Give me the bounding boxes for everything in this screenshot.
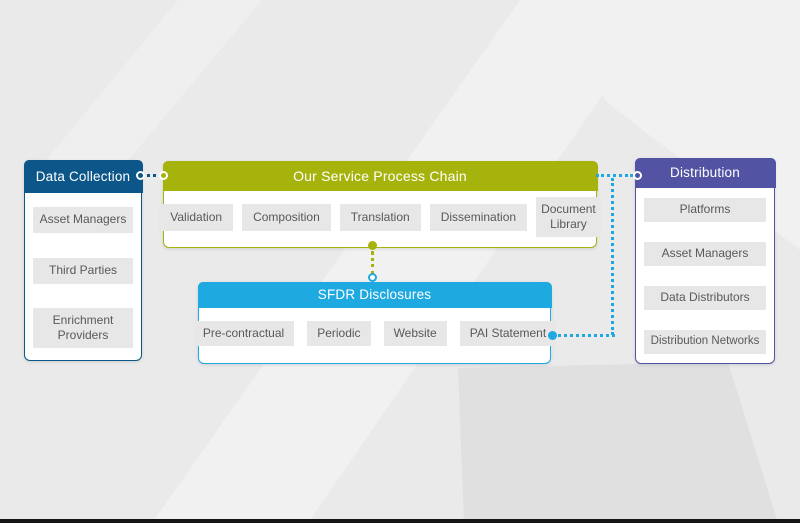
connector-chain-to-sfdr	[371, 251, 374, 275]
connector-sfdr-to-distribution	[596, 174, 633, 177]
connector-start-dot	[548, 331, 557, 340]
connector-dc-to-chain	[140, 174, 163, 177]
process-step: Translation	[339, 203, 421, 231]
service-process-chain-header: Our Service Process Chain	[162, 160, 598, 191]
distribution-item: Asset Managers	[644, 241, 766, 266]
bottom-bar	[0, 519, 800, 523]
sfdr-disclosures-body: Pre-contractual Periodic Website PAI Sta…	[192, 308, 557, 360]
process-step: Composition	[242, 203, 331, 231]
connector-endpoint-ring	[159, 171, 168, 180]
sfdr-item: Pre-contractual	[192, 321, 295, 346]
process-step: Dissemination	[429, 203, 528, 231]
sfdr-item: PAI Statement	[459, 321, 557, 346]
distribution-panel: Distribution Platforms Asset Managers Da…	[634, 157, 776, 364]
distribution-header: Distribution	[634, 157, 776, 188]
data-collection-item: Enrichment Providers	[33, 307, 133, 348]
sfdr-disclosures-header: SFDR Disclosures	[197, 281, 552, 308]
connector-endpoint-ring	[368, 273, 377, 282]
process-step: Validation	[159, 203, 234, 231]
service-process-chain-panel: Our Service Process Chain Validation Com…	[159, 160, 601, 248]
distribution-item: Platforms	[644, 197, 766, 222]
distribution-item: Distribution Networks	[644, 329, 766, 354]
connector-endpoint-ring	[633, 171, 642, 180]
service-process-chain-body: Validation Composition Translation Disse…	[159, 191, 601, 244]
data-collection-item: Asset Managers	[33, 206, 133, 233]
process-step: Document Library	[536, 197, 601, 237]
distribution-item: Data Distributors	[644, 285, 766, 310]
connector-start-dot	[368, 241, 377, 250]
connector-sfdr-to-distribution	[558, 334, 615, 337]
connector-sfdr-to-distribution	[611, 178, 614, 335]
sfdr-disclosures-panel: SFDR Disclosures Pre-contractual Periodi…	[192, 281, 557, 364]
connector-endpoint-ring	[136, 171, 145, 180]
data-collection-item: Third Parties	[33, 257, 133, 284]
sfdr-item: Website	[383, 321, 447, 346]
data-collection-panel: Data Collection Asset Managers Third Par…	[23, 159, 143, 361]
data-collection-header: Data Collection	[23, 159, 143, 193]
sfdr-item: Periodic	[307, 321, 371, 346]
